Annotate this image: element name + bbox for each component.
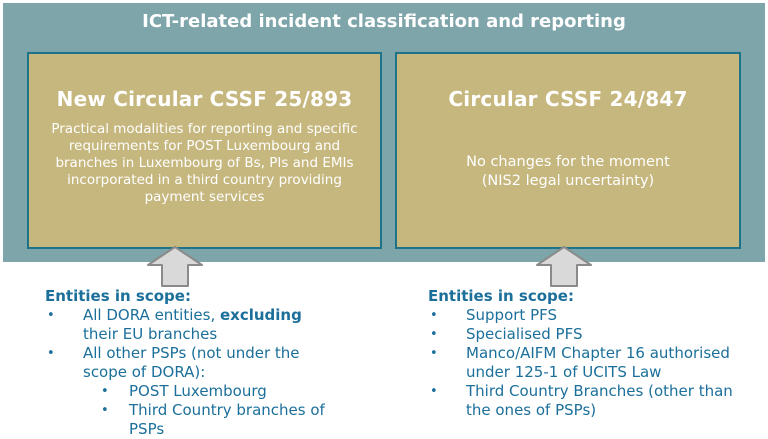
right-circular-box: Circular CSSF 24/847 No changes for the … xyxy=(395,52,741,249)
list-item-text: Support PFS xyxy=(466,306,557,324)
list-item-text: All other PSPs (not under the scope of D… xyxy=(83,344,300,381)
box-body-line: incorporated in a third country providin… xyxy=(67,172,342,188)
box-body-line: requirements for POST Luxembourg and xyxy=(68,138,341,154)
right-box-body: No changes for the moment (NIS2 legal unc… xyxy=(397,153,739,191)
bullet-icon: • xyxy=(101,384,109,399)
left-box-title: New Circular CSSF 25/893 xyxy=(56,87,353,111)
bullet-icon: • xyxy=(430,384,438,399)
sub-list-item: • POST Luxembourg xyxy=(99,382,329,401)
bullet-icon: • xyxy=(101,403,109,418)
list-item: • Support PFS xyxy=(428,306,746,325)
list: • Support PFS • Specialised PFS • Manco/… xyxy=(428,306,746,420)
scope-heading: Entities in scope: xyxy=(45,287,191,305)
list-item-text: Specialised PFS xyxy=(466,325,583,343)
list-item: • Specialised PFS xyxy=(428,325,746,344)
right-entities-in-scope: Entities in scope: • Support PFS • Speci… xyxy=(428,287,746,420)
left-circular-box: New Circular CSSF 25/893 Practical modal… xyxy=(27,52,382,249)
list-item-text-pre: All DORA entities, xyxy=(83,306,220,324)
bullet-icon: • xyxy=(47,308,55,323)
list-item-text: Manco/AIFM Chapter 16 authorised under 1… xyxy=(466,344,730,381)
left-entities-in-scope: Entities in scope: • All DORA entities, … xyxy=(45,287,329,439)
bullet-icon: • xyxy=(430,346,438,361)
box-body-line: (NIS2 legal uncertainty) xyxy=(481,173,655,189)
box-body-line: No changes for the moment xyxy=(466,154,670,170)
bullet-icon: • xyxy=(430,327,438,342)
list-item: • All other PSPs (not under the scope of… xyxy=(45,344,329,382)
sub-list-item-text: POST Luxembourg xyxy=(129,382,267,400)
list-item-text: Third Country Branches (other than the o… xyxy=(466,382,733,419)
list-item: • Manco/AIFM Chapter 16 authorised under… xyxy=(428,344,746,382)
list-item: • Third Country Branches (other than the… xyxy=(428,382,746,420)
sub-list-item-text: Third Country branches of PSPs xyxy=(129,401,325,438)
box-body-line: Practical modalities for reporting and s… xyxy=(51,121,358,137)
up-arrow-icon xyxy=(536,246,592,287)
sub-list-item: • Third Country branches of PSPs xyxy=(99,401,329,439)
scope-heading: Entities in scope: xyxy=(428,287,574,305)
box-body-line: branches in Luxembourg of Bs, PIs and EM… xyxy=(55,155,354,171)
sub-list: • POST Luxembourg • Third Country branch… xyxy=(45,382,329,439)
bullet-icon: • xyxy=(430,308,438,323)
right-box-title: Circular CSSF 24/847 xyxy=(448,87,688,111)
list-item-text-rest: their EU branches xyxy=(83,325,218,343)
slide-title: ICT-related incident classification and … xyxy=(142,11,626,32)
bullet-icon: • xyxy=(47,346,55,361)
up-arrow-icon xyxy=(147,246,203,287)
box-body-line: payment services xyxy=(144,189,265,205)
left-box-body: Practical modalities for reporting and s… xyxy=(29,121,380,206)
list-item-text-bold: excluding xyxy=(219,306,302,324)
